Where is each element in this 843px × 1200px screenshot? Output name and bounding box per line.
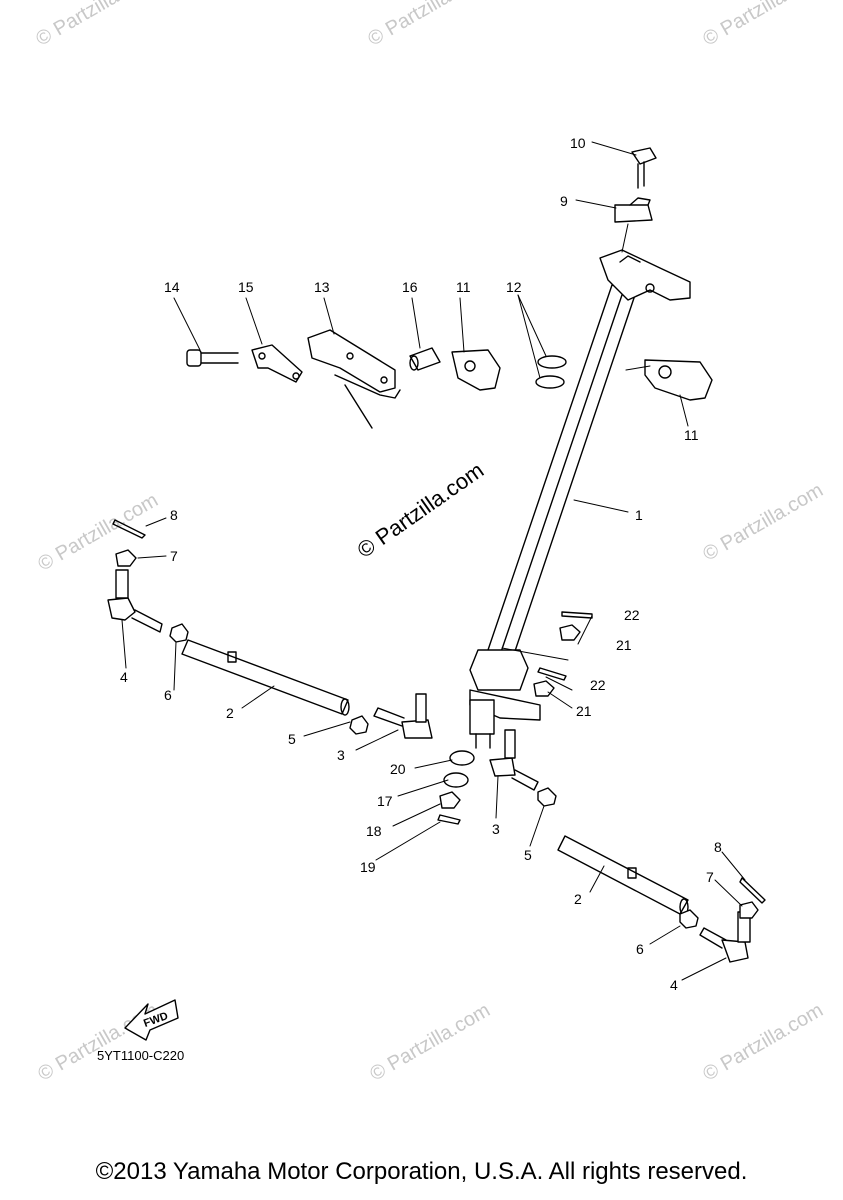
callout-3a: 3: [337, 747, 345, 763]
callout-4a: 4: [120, 669, 128, 685]
nuts: [115, 549, 759, 929]
callout-13: 13: [314, 279, 330, 295]
callout-10: 10: [570, 135, 586, 151]
callout-7a: 7: [170, 548, 178, 564]
callout-3b: 3: [492, 821, 500, 837]
callout-19: 19: [360, 859, 376, 875]
callout-20: 20: [390, 761, 406, 777]
callout-17: 17: [377, 793, 393, 809]
callout-4b: 4: [670, 977, 678, 993]
callout-18: 18: [366, 823, 382, 839]
callout-11a: 11: [456, 279, 471, 295]
callout-2a: 2: [226, 705, 234, 721]
ball-joint-left: [373, 693, 433, 739]
callout-21a: 21: [616, 637, 632, 653]
callout-16: 16: [402, 279, 418, 295]
callout-6b: 6: [636, 941, 644, 957]
callout-2b: 2: [574, 891, 582, 907]
callout-21b: 21: [576, 703, 592, 719]
callout-5b: 5: [524, 847, 532, 863]
ball-joint-right: [489, 729, 539, 791]
callout-6a: 6: [164, 687, 172, 703]
callout-11b: 11: [684, 427, 699, 443]
bolt-14: [186, 349, 239, 367]
cotter-pins: [112, 519, 766, 904]
bracket: [307, 329, 401, 429]
diagram-code: 5YT1100-C220: [97, 1048, 185, 1063]
callout-labels: 1 2 2 3 3 4 4 5 5 6 6 7 7 8 8 9 10 11 11…: [120, 135, 722, 1030]
circlips: [535, 355, 567, 389]
column-holder: [644, 359, 713, 401]
steering-column: [469, 249, 691, 749]
callout-5a: 5: [288, 731, 296, 747]
tie-rod-left: [181, 639, 350, 716]
callout-7b: 7: [706, 869, 714, 885]
tie-rod-end-right: [699, 911, 751, 963]
callout-9: 9: [560, 193, 568, 209]
callout-22a: 22: [624, 607, 640, 623]
callout-12: 12: [506, 279, 522, 295]
copyright-notice: ©2013 Yamaha Motor Corporation, U.S.A. A…: [95, 1158, 748, 1185]
tie-rod-right: [557, 835, 689, 916]
callout-15: 15: [238, 279, 254, 295]
leader-lines: [121, 141, 746, 981]
callout-14: 14: [164, 279, 180, 295]
lock-plate: [251, 344, 303, 383]
upper-clamp: [614, 197, 653, 223]
collar: [409, 347, 441, 371]
clamp-bolt: [631, 147, 657, 189]
tie-rod-end-left: [107, 569, 163, 633]
callout-8b: 8: [714, 839, 722, 855]
callout-8a: 8: [170, 507, 178, 523]
column-holder-small: [451, 349, 501, 391]
fwd-arrow-icon: [124, 999, 179, 1041]
callout-1: 1: [635, 507, 643, 523]
callout-22b: 22: [590, 677, 606, 693]
